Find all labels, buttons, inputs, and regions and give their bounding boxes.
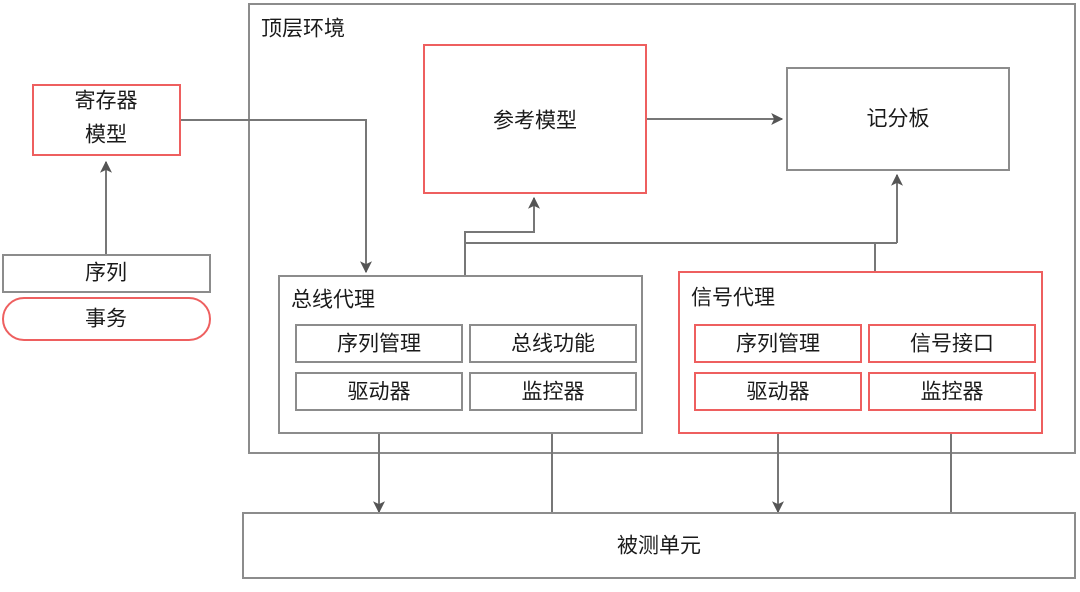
signal-agent-driver-label: 驱动器 — [747, 381, 810, 404]
dut-label: 被测单元 — [617, 535, 701, 558]
bus-agent-bus-function-label: 总线功能 — [511, 333, 595, 356]
register-model-box[interactable] — [32, 84, 181, 156]
signal-agent-monitor-box[interactable] — [868, 372, 1036, 411]
signal-agent-monitor-label: 监控器 — [921, 381, 984, 404]
signal-agent-signal-interface-box[interactable] — [868, 324, 1036, 363]
bus-agent-label: 总线代理 — [291, 289, 375, 312]
bus-agent-sequencer-box[interactable] — [295, 324, 463, 363]
reference-model-box[interactable] — [423, 44, 647, 194]
bus-agent-bus-function-box[interactable] — [469, 324, 637, 363]
register-model-label-line1: 寄存器 — [75, 90, 138, 113]
signal-agent-sequencer-label: 序列管理 — [736, 333, 820, 356]
bus-agent-driver-label: 驱动器 — [348, 381, 411, 404]
signal-agent-signal-interface-label: 信号接口 — [910, 333, 994, 356]
scoreboard-box[interactable] — [786, 67, 1010, 171]
dut-box[interactable] — [242, 512, 1076, 579]
register-model-label-line2: 模型 — [85, 124, 127, 147]
sequence-label: 序列 — [85, 262, 127, 285]
connector-register-model-to-bus-agent — [180, 119, 372, 274]
transaction-label: 事务 — [85, 308, 127, 331]
bus-agent-sequencer-label: 序列管理 — [337, 333, 421, 356]
transaction-box[interactable] — [2, 297, 211, 341]
top-level-environment-label: 顶层环境 — [261, 18, 345, 41]
signal-agent-sequencer-box[interactable] — [694, 324, 862, 363]
sequence-box[interactable] — [2, 254, 211, 293]
connector-bus-agent-to-reference-model — [464, 196, 540, 278]
signal-agent-driver-box[interactable] — [694, 372, 862, 411]
scoreboard-label: 记分板 — [867, 108, 930, 131]
reference-model-label: 参考模型 — [493, 110, 577, 133]
signal-agent-label: 信号代理 — [691, 287, 775, 310]
bus-agent-driver-box[interactable] — [295, 372, 463, 411]
bus-agent-monitor-label: 监控器 — [522, 381, 585, 404]
bus-agent-monitor-box[interactable] — [469, 372, 637, 411]
